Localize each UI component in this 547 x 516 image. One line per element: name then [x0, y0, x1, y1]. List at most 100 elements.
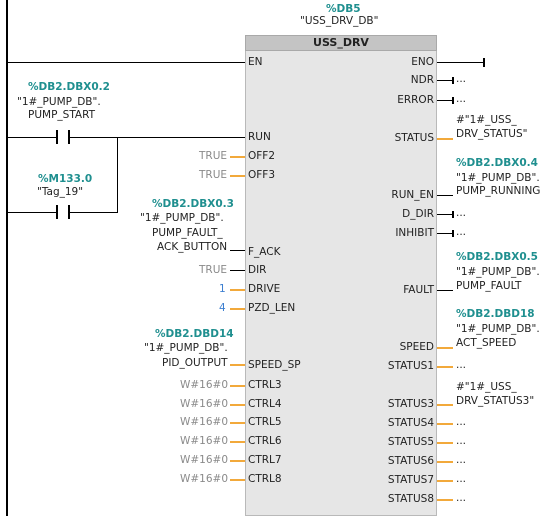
pzd-len-wire — [230, 308, 245, 310]
eno-wire — [437, 62, 483, 63]
pin-status3[interactable]: STATUS3 — [387, 398, 434, 410]
f-ack-line1[interactable]: "1#_PUMP_DB". — [140, 212, 224, 224]
ctrl7-wire — [230, 460, 245, 462]
ctrl5-value[interactable]: W#16#0 — [180, 416, 229, 428]
pin-ctrl7[interactable]: CTRL7 — [248, 454, 282, 466]
pin-run[interactable]: RUN — [248, 131, 271, 143]
dir-value[interactable]: TRUE — [199, 264, 228, 276]
instance-db-name[interactable]: "USS_DRV_DB" — [300, 15, 379, 27]
speed-sp-line2[interactable]: PID_OUTPUT — [162, 357, 228, 369]
pin-pzd-len[interactable]: PZD_LEN — [248, 302, 296, 314]
off2-value[interactable]: TRUE — [199, 150, 228, 162]
ndr-wire — [437, 80, 453, 81]
pin-drive[interactable]: DRIVE — [248, 283, 281, 295]
pin-status5[interactable]: STATUS5 — [387, 436, 434, 448]
drive-wire — [230, 289, 245, 291]
pin-speed-sp[interactable]: SPEED_SP — [248, 359, 301, 371]
speed-line1[interactable]: "1#_PUMP_DB". — [456, 323, 540, 335]
pin-fault[interactable]: FAULT — [403, 284, 434, 296]
speed-sp-address[interactable]: %DB2.DBD14 — [155, 328, 234, 340]
status1-value[interactable]: ... — [456, 359, 467, 371]
speed-wire — [437, 347, 453, 349]
pin-f-ack[interactable]: F_ACK — [248, 246, 281, 258]
instance-db-address[interactable]: %DB5 — [326, 3, 361, 15]
run-wire-left — [8, 137, 56, 138]
speed-address[interactable]: %DB2.DBD18 — [456, 308, 535, 320]
run-en-address[interactable]: %DB2.DBX0.4 — [456, 157, 538, 169]
pin-eno[interactable]: ENO — [411, 56, 434, 68]
pin-run-en[interactable]: RUN_EN — [391, 189, 434, 201]
error-value[interactable]: ... — [456, 93, 467, 105]
pump-start-line1[interactable]: "1#_PUMP_DB". — [17, 96, 101, 108]
d-dir-value[interactable]: ... — [456, 207, 467, 219]
ctrl7-value[interactable]: W#16#0 — [180, 454, 229, 466]
pump-start-line2[interactable]: PUMP_START — [28, 109, 96, 121]
speed-line2[interactable]: ACT_SPEED — [456, 337, 517, 349]
pzd-len-value[interactable]: 4 — [219, 302, 226, 314]
status8-wire — [437, 499, 453, 501]
pin-ctrl3[interactable]: CTRL3 — [248, 379, 282, 391]
fault-line2[interactable]: PUMP_FAULT — [456, 280, 522, 292]
status8-value[interactable]: ... — [456, 492, 467, 504]
inhibit-wire — [437, 233, 453, 234]
pin-ndr[interactable]: NDR — [410, 74, 434, 86]
ndr-value[interactable]: ... — [456, 73, 467, 85]
ctrl8-value[interactable]: W#16#0 — [180, 473, 229, 485]
pin-ctrl5[interactable]: CTRL5 — [248, 416, 282, 428]
pin-ctrl8[interactable]: CTRL8 — [248, 473, 282, 485]
tag19-wire-right — [70, 212, 118, 213]
pin-status1[interactable]: STATUS1 — [387, 360, 434, 372]
status-line1[interactable]: #"1#_USS_ — [456, 114, 517, 126]
fault-line1[interactable]: "1#_PUMP_DB". — [456, 266, 540, 278]
pin-status7[interactable]: STATUS7 — [387, 474, 434, 486]
inhibit-end — [452, 230, 454, 237]
inhibit-value[interactable]: ... — [456, 226, 467, 238]
pump-start-address[interactable]: %DB2.DBX0.2 — [28, 81, 110, 93]
pin-en[interactable]: EN — [248, 56, 263, 68]
pin-error[interactable]: ERROR — [397, 94, 434, 106]
ctrl6-value[interactable]: W#16#0 — [180, 435, 229, 447]
run-en-line2[interactable]: PUMP_RUNNING — [456, 185, 541, 197]
status7-wire — [437, 480, 453, 482]
pin-inhibit[interactable]: INHIBIT — [395, 227, 434, 239]
f-ack-line2[interactable]: PUMP_FAULT_ — [152, 227, 223, 239]
drive-value[interactable]: 1 — [219, 283, 226, 295]
branch-join — [117, 137, 118, 213]
pin-d-dir[interactable]: D_DIR — [402, 208, 434, 220]
status-line2[interactable]: DRV_STATUS" — [456, 128, 528, 140]
status3-line2[interactable]: DRV_STATUS3" — [456, 395, 535, 407]
ctrl4-value[interactable]: W#16#0 — [180, 398, 229, 410]
pin-off3[interactable]: OFF3 — [248, 169, 276, 181]
pin-status4[interactable]: STATUS4 — [387, 417, 434, 429]
pump-start-contact[interactable] — [56, 130, 70, 144]
status5-value[interactable]: ... — [456, 435, 467, 447]
pin-ctrl4[interactable]: CTRL4 — [248, 398, 282, 410]
tag19-contact[interactable] — [56, 205, 70, 219]
tag19-name[interactable]: "Tag_19" — [37, 186, 84, 198]
uss-drv-block[interactable] — [245, 35, 437, 516]
status7-value[interactable]: ... — [456, 473, 467, 485]
run-en-line1[interactable]: "1#_PUMP_DB". — [456, 172, 540, 184]
status3-line1[interactable]: #"1#_USS_ — [456, 381, 517, 393]
pin-ctrl6[interactable]: CTRL6 — [248, 435, 282, 447]
tag19-address[interactable]: %M133.0 — [38, 173, 93, 185]
status4-value[interactable]: ... — [456, 416, 467, 428]
tag19-wire-left — [8, 212, 56, 213]
eno-end — [483, 58, 485, 67]
pin-status8[interactable]: STATUS8 — [387, 493, 434, 505]
pin-dir[interactable]: DIR — [248, 264, 267, 276]
status6-wire — [437, 461, 453, 463]
f-ack-line3[interactable]: ACK_BUTTON — [157, 241, 228, 253]
ctrl3-value[interactable]: W#16#0 — [180, 379, 229, 391]
f-ack-address[interactable]: %DB2.DBX0.3 — [152, 198, 234, 210]
speed-sp-line1[interactable]: "1#_PUMP_DB". — [144, 342, 228, 354]
fault-address[interactable]: %DB2.DBX0.5 — [456, 251, 538, 263]
block-title: USS_DRV — [245, 35, 437, 51]
pin-off2[interactable]: OFF2 — [248, 150, 276, 162]
off3-value[interactable]: TRUE — [199, 169, 228, 181]
pin-status[interactable]: STATUS — [394, 132, 434, 144]
fault-wire — [437, 290, 453, 291]
pin-speed[interactable]: SPEED — [399, 341, 434, 353]
pin-status6[interactable]: STATUS6 — [387, 455, 434, 467]
status6-value[interactable]: ... — [456, 454, 467, 466]
